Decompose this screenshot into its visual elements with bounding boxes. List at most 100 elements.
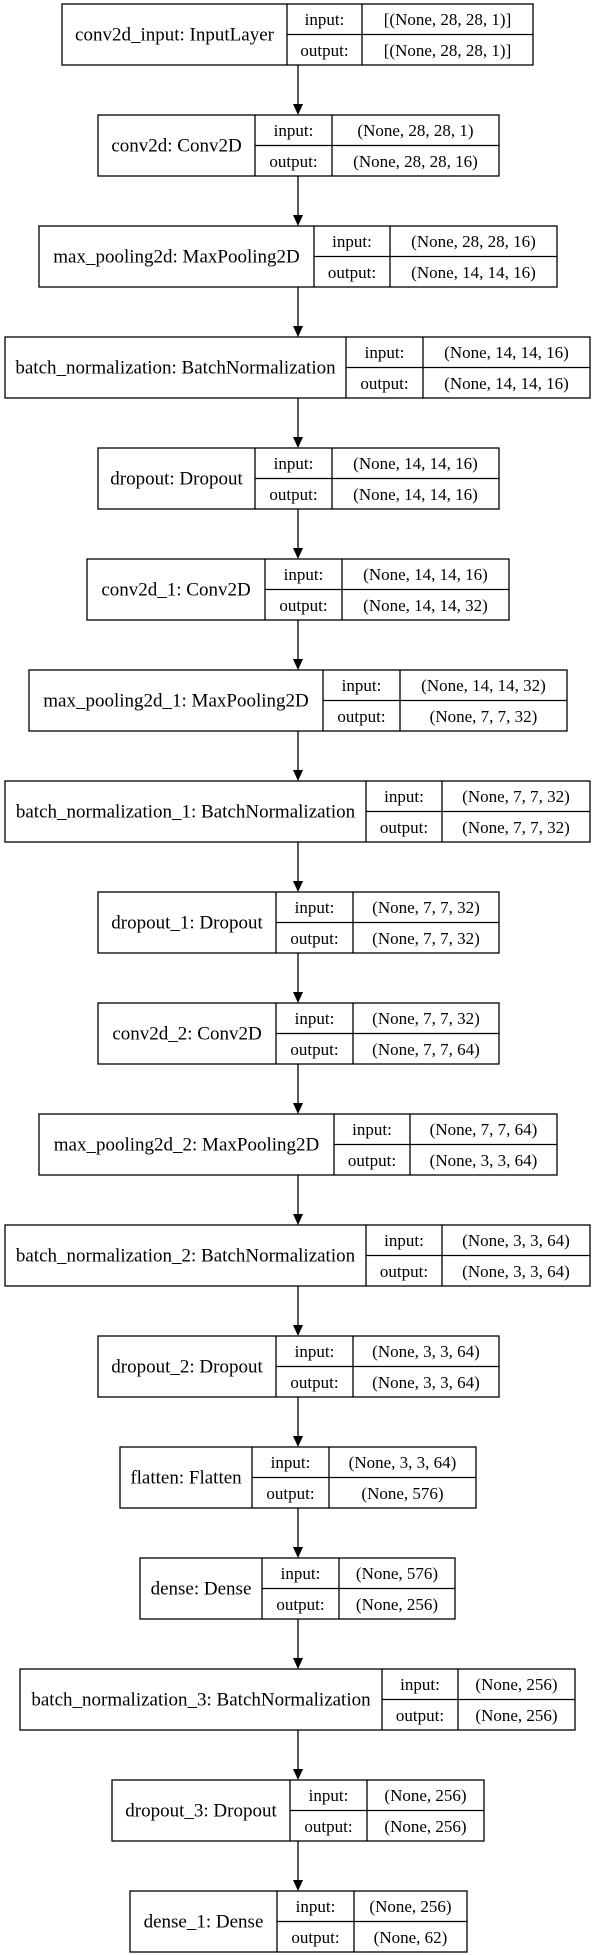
layer-name: dropout_2: Dropout: [111, 1357, 263, 1378]
input-label: input:: [305, 10, 345, 29]
output-shape: [(None, 28, 28, 1)]: [384, 41, 511, 60]
input-shape: (None, 576): [356, 1564, 438, 1583]
arrowhead-icon: [293, 1103, 303, 1114]
output-shape: (None, 62): [374, 1928, 448, 1947]
layer-name: flatten: Flatten: [130, 1468, 242, 1489]
input-shape: (None, 7, 7, 64): [430, 1120, 538, 1139]
output-label: output:: [348, 1151, 396, 1170]
output-label: output:: [300, 41, 348, 60]
input-shape: (None, 3, 3, 64): [349, 1453, 457, 1472]
output-label: output:: [380, 818, 428, 837]
arrowhead-icon: [293, 1547, 303, 1558]
input-shape: (None, 256): [369, 1897, 451, 1916]
output-label: output:: [276, 1595, 324, 1614]
arrowhead-icon: [293, 104, 303, 115]
input-label: input:: [384, 1231, 424, 1250]
input-shape: (None, 3, 3, 64): [372, 1342, 480, 1361]
layer-name: batch_normalization_2: BatchNormalizatio…: [16, 1246, 356, 1267]
input-label: input:: [274, 121, 314, 140]
layer-name: conv2d_2: Conv2D: [112, 1024, 261, 1045]
output-label: output:: [291, 1928, 339, 1947]
input-shape: (None, 14, 14, 16): [363, 565, 488, 584]
output-label: output:: [266, 1484, 314, 1503]
arrowhead-icon: [293, 1880, 303, 1891]
input-shape: (None, 7, 7, 32): [372, 1009, 480, 1028]
arrowhead-icon: [293, 437, 303, 448]
output-label: output:: [337, 707, 385, 726]
output-label: output:: [290, 1040, 338, 1059]
arrowhead-icon: [293, 326, 303, 337]
arrowhead-icon: [293, 1214, 303, 1225]
output-label: output:: [396, 1706, 444, 1725]
input-label: input:: [284, 565, 324, 584]
layer-node: max_pooling2d_2: MaxPooling2D input: outpu…: [38, 1113, 558, 1176]
layer-node: flatten: Flatten input: output: (None, 3, 3…: [119, 1446, 477, 1509]
input-label: input:: [271, 1453, 311, 1472]
output-shape: (None, 7, 7, 32): [372, 929, 480, 948]
input-label: input:: [295, 898, 335, 917]
output-shape: (None, 3, 3, 64): [430, 1151, 538, 1170]
layer-node: batch_normalization: BatchNormalizationi…: [4, 336, 591, 399]
output-label: output:: [380, 1262, 428, 1281]
output-shape: (None, 28, 28, 16): [353, 152, 478, 171]
output-shape: (None, 3, 3, 64): [372, 1373, 480, 1392]
input-shape: (None, 256): [384, 1786, 466, 1805]
layer-name: conv2d_input: InputLayer: [75, 25, 275, 46]
input-shape: (None, 3, 3, 64): [462, 1231, 570, 1250]
output-shape: (None, 14, 14, 16): [353, 485, 478, 504]
input-shape: (None, 14, 14, 16): [353, 454, 478, 473]
output-shape: (None, 256): [384, 1817, 466, 1836]
layer-node: max_pooling2d: MaxPooling2Dinput:output:…: [38, 225, 558, 288]
arrowhead-icon: [293, 1658, 303, 1669]
arrowhead-icon: [293, 1769, 303, 1780]
input-label: input:: [295, 1009, 335, 1028]
output-label: output:: [328, 263, 376, 282]
output-shape: (None, 14, 14, 16): [444, 374, 569, 393]
input-shape: (None, 28, 28, 16): [411, 232, 536, 251]
layer-node: conv2d: Conv2D input: output: (None, 28, 28…: [97, 114, 500, 177]
input-label: input:: [352, 1120, 392, 1139]
layer-name: conv2d: Conv2D: [111, 136, 241, 157]
output-label: output:: [290, 1373, 338, 1392]
arrowhead-icon: [293, 659, 303, 670]
layer-name: max_pooling2d_1: MaxPooling2D: [43, 691, 308, 712]
input-shape: (None, 7, 7, 32): [462, 787, 570, 806]
output-shape: (None, 3, 3, 64): [462, 1262, 570, 1281]
layer-node: batch_normalization_2: BatchNormalizatio…: [4, 1224, 591, 1287]
output-shape: (None, 576): [361, 1484, 443, 1503]
output-label: output:: [279, 596, 327, 615]
layer-name: max_pooling2d_2: MaxPooling2D: [54, 1135, 319, 1156]
input-label: input:: [274, 454, 314, 473]
layer-name: conv2d_1: Conv2D: [101, 580, 250, 601]
output-label: output:: [269, 485, 317, 504]
layer-node: max_pooling2d_1: MaxPooling2Dinput:outpu…: [28, 669, 568, 732]
layer-name: batch_normalization_1: BatchNormalizatio…: [16, 802, 356, 823]
layer-node: dropout_2: Dropout input: output: (None, 3,…: [97, 1335, 500, 1398]
output-label: output:: [360, 374, 408, 393]
input-shape: [(None, 28, 28, 1)]: [384, 10, 511, 29]
input-label: input:: [365, 343, 405, 362]
output-label: output:: [269, 152, 317, 171]
input-shape: (None, 256): [475, 1675, 557, 1694]
arrowhead-icon: [293, 881, 303, 892]
input-shape: (None, 28, 28, 1): [357, 121, 473, 140]
layer-node: conv2d_1: Conv2D input: output: (None, 14, …: [86, 558, 510, 621]
layer-name: max_pooling2d: MaxPooling2D: [53, 247, 299, 268]
input-label: input:: [295, 1342, 335, 1361]
arrowhead-icon: [293, 1436, 303, 1447]
output-shape: (None, 7, 7, 32): [462, 818, 570, 837]
layer-name: dropout_1: Dropout: [111, 913, 263, 934]
layer-node: batch_normalization_1: BatchNormalizatio…: [4, 780, 591, 843]
input-label: input:: [384, 787, 424, 806]
arrowhead-icon: [293, 992, 303, 1003]
output-shape: (None, 256): [356, 1595, 438, 1614]
input-label: input:: [400, 1675, 440, 1694]
output-label: output:: [304, 1817, 352, 1836]
input-shape: (None, 7, 7, 32): [372, 898, 480, 917]
